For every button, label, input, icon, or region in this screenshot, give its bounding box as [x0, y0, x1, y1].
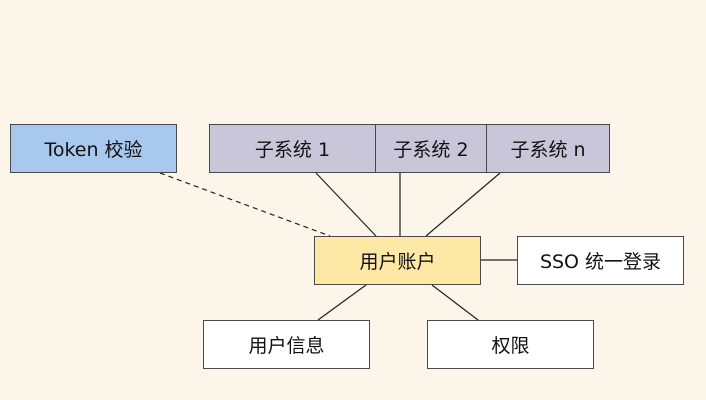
link-subsystem1-account [315, 172, 377, 237]
sso-login-label: SSO 统一登录 [539, 251, 662, 273]
link-subsystemn-account [425, 172, 501, 237]
user-info-node: 用户信息 [203, 320, 370, 369]
subsystem-n-node: 子系统 n [486, 124, 610, 173]
sso-login-node: SSO 统一登录 [517, 236, 684, 285]
subsystem-n-label: 子系统 n [510, 139, 586, 161]
subsystem-1-node: 子系统 1 [209, 124, 376, 173]
dashed-link-token-account [159, 172, 331, 237]
subsystem-2-label: 子系统 2 [393, 139, 469, 161]
user-account-node: 用户账户 [314, 236, 481, 285]
permission-node: 权限 [427, 320, 594, 369]
subsystem-1-label: 子系统 1 [254, 139, 331, 161]
link-account-permission [431, 284, 479, 321]
subsystem-2-node: 子系统 2 [375, 124, 487, 173]
link-account-userinfo [317, 284, 367, 321]
permission-label: 权限 [491, 335, 530, 357]
user-account-label: 用户账户 [359, 251, 436, 273]
token-validation-node: Token 校验 [10, 124, 177, 173]
user-info-label: 用户信息 [248, 335, 325, 357]
token-validation-label: Token 校验 [44, 139, 143, 161]
